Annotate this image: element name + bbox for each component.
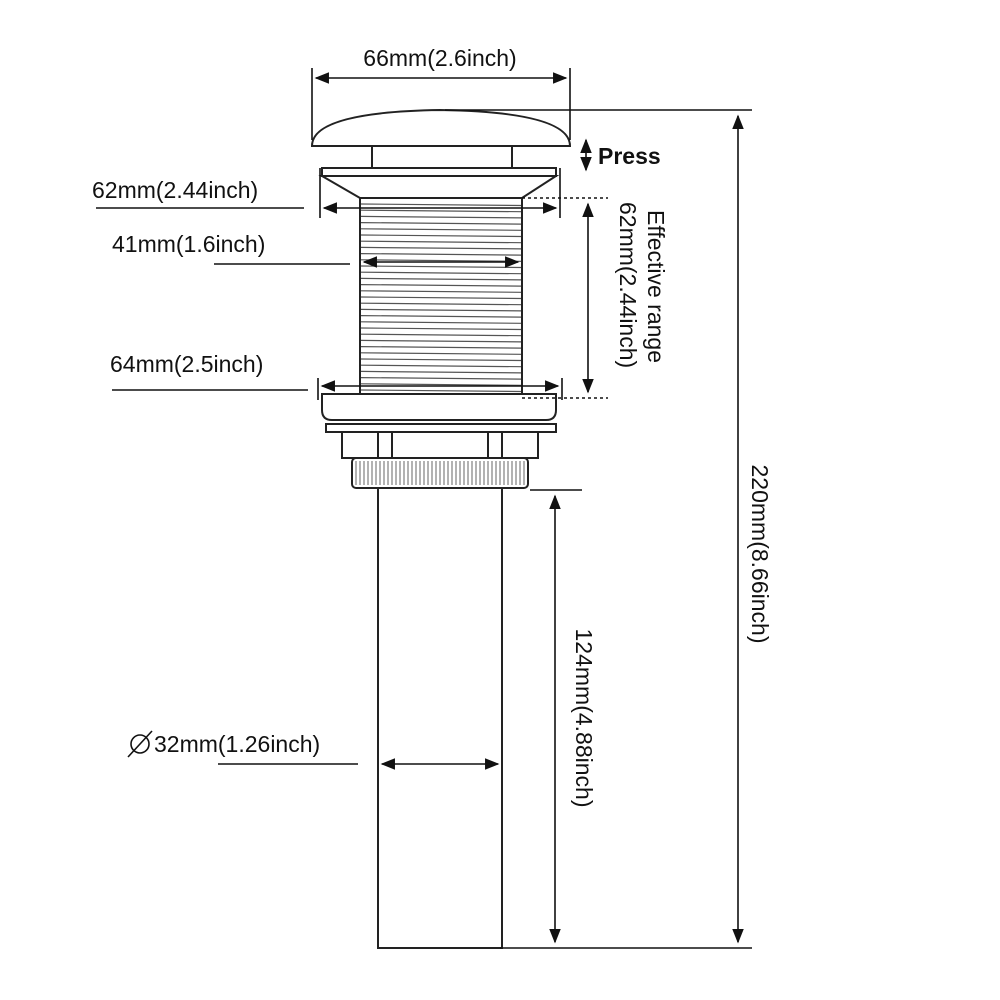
dimension-lines — [96, 68, 752, 949]
thread-line — [360, 234, 522, 238]
cap-stem — [371, 145, 513, 169]
effective-range-value: 62mm(2.44inch) — [615, 202, 641, 368]
tail-length-label: 124mm(4.88inch) — [571, 629, 597, 808]
thread-line — [360, 315, 522, 318]
thread-line — [360, 346, 522, 349]
flange-62-label: 62mm(2.44inch) — [92, 177, 258, 203]
press-label: Press — [598, 143, 661, 169]
lock-nut — [341, 431, 539, 459]
thread-line — [360, 271, 522, 275]
thread-line — [360, 364, 522, 368]
thread-line — [360, 333, 522, 337]
thread-line — [360, 370, 522, 374]
thread-line — [360, 228, 522, 231]
effective-range-label: Effective range — [643, 210, 669, 363]
thread-line — [360, 339, 522, 343]
thread-line — [360, 253, 522, 256]
knurl-lines — [355, 461, 525, 485]
thread-line — [360, 302, 522, 306]
thread-line — [360, 284, 522, 287]
thread-line — [360, 222, 522, 225]
diameter-symbol-icon — [127, 730, 153, 758]
flange-64-label: 64mm(2.5inch) — [110, 351, 263, 377]
thread-line — [360, 377, 522, 380]
thread-line — [360, 321, 522, 324]
top-flange-taper — [318, 175, 560, 199]
thread-line — [360, 308, 522, 312]
drain-part — [310, 108, 572, 949]
top-width-label: 66mm(2.6inch) — [363, 45, 516, 71]
thread-line — [360, 327, 522, 331]
thread-41-label: 41mm(1.6inch) — [112, 231, 265, 257]
lock-washer — [325, 423, 557, 433]
thread-line — [360, 215, 522, 219]
pipe-diameter-label: 32mm(1.26inch) — [154, 731, 320, 757]
thread-line — [360, 358, 522, 362]
thread-line — [360, 246, 522, 250]
thread-line — [360, 290, 522, 293]
thread-line — [360, 240, 522, 244]
thread-line — [360, 296, 522, 300]
pop-up-cap — [310, 108, 572, 147]
tail-pipe — [377, 487, 503, 949]
lower-flange — [321, 393, 557, 421]
thread-line — [360, 277, 522, 281]
total-height-label: 220mm(8.66inch) — [747, 465, 773, 644]
top-flange — [321, 167, 557, 177]
thread-line — [360, 352, 522, 355]
